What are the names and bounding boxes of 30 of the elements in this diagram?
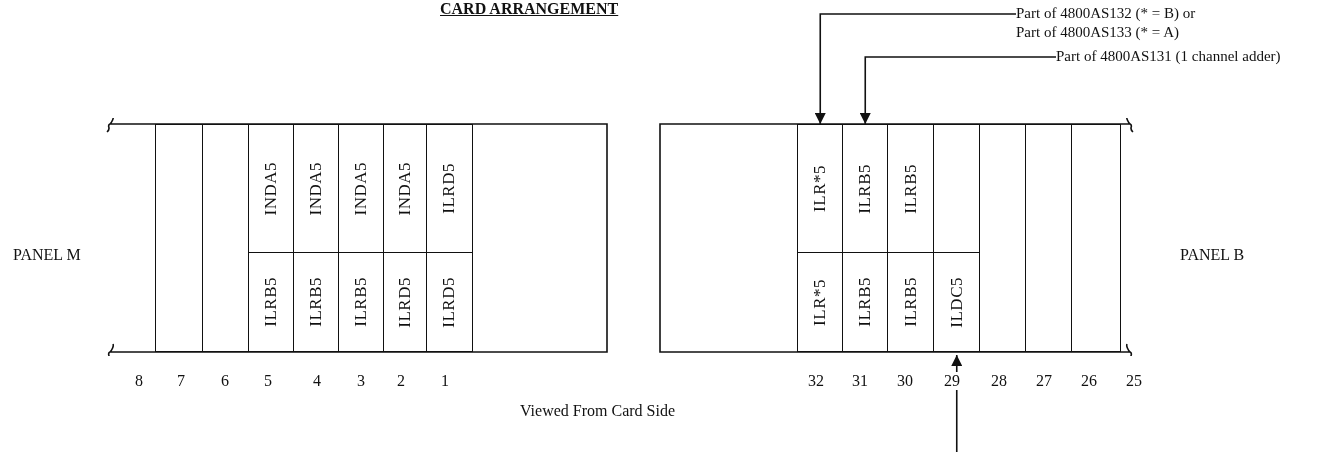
leader-line (859, 56, 1057, 125)
circuit-card: ILRB5 (293, 252, 340, 352)
slot-number: 29 (944, 372, 960, 390)
empty-card-slot (979, 124, 1027, 352)
circuit-card: ILRD5 (426, 252, 473, 352)
circuit-card: INDA5 (338, 124, 385, 254)
circuit-card: ILR*5 (797, 252, 844, 352)
circuit-card: ILRD5 (383, 252, 428, 352)
circuit-card: ILDC5 (933, 252, 981, 352)
circuit-card: ILRB5 (887, 252, 935, 352)
circuit-card: INDA5 (383, 124, 428, 254)
empty-card-slot (202, 124, 249, 352)
circuit-card: ILRB5 (842, 124, 889, 254)
panel-label: PANEL M (13, 246, 81, 264)
empty-card-slot (155, 124, 203, 352)
title: CARD ARRANGEMENT (440, 0, 619, 18)
circuit-card: ILRB5 (887, 124, 935, 254)
circuit-card: ILRB5 (338, 252, 385, 352)
panel-label: PANEL B (1180, 246, 1245, 264)
callout-text: Part of 4800AS131 (1 channel adder) (1056, 47, 1326, 69)
empty-card-slot (1025, 124, 1073, 352)
circuit-card: ILRD5 (426, 124, 473, 254)
leader-line (814, 13, 1017, 125)
empty-card-slot (1071, 124, 1121, 352)
circuit-card: ILRB5 (842, 252, 889, 352)
arrow (951, 354, 963, 453)
callout-text: Part of 4800AS132 (* = B) or Part of 4800AS133 (* = A) (1016, 4, 1221, 46)
circuit-card: ILRB5 (248, 252, 295, 352)
circuit-card: INDA5 (293, 124, 340, 254)
circuit-card: ILR*5 (797, 124, 844, 254)
